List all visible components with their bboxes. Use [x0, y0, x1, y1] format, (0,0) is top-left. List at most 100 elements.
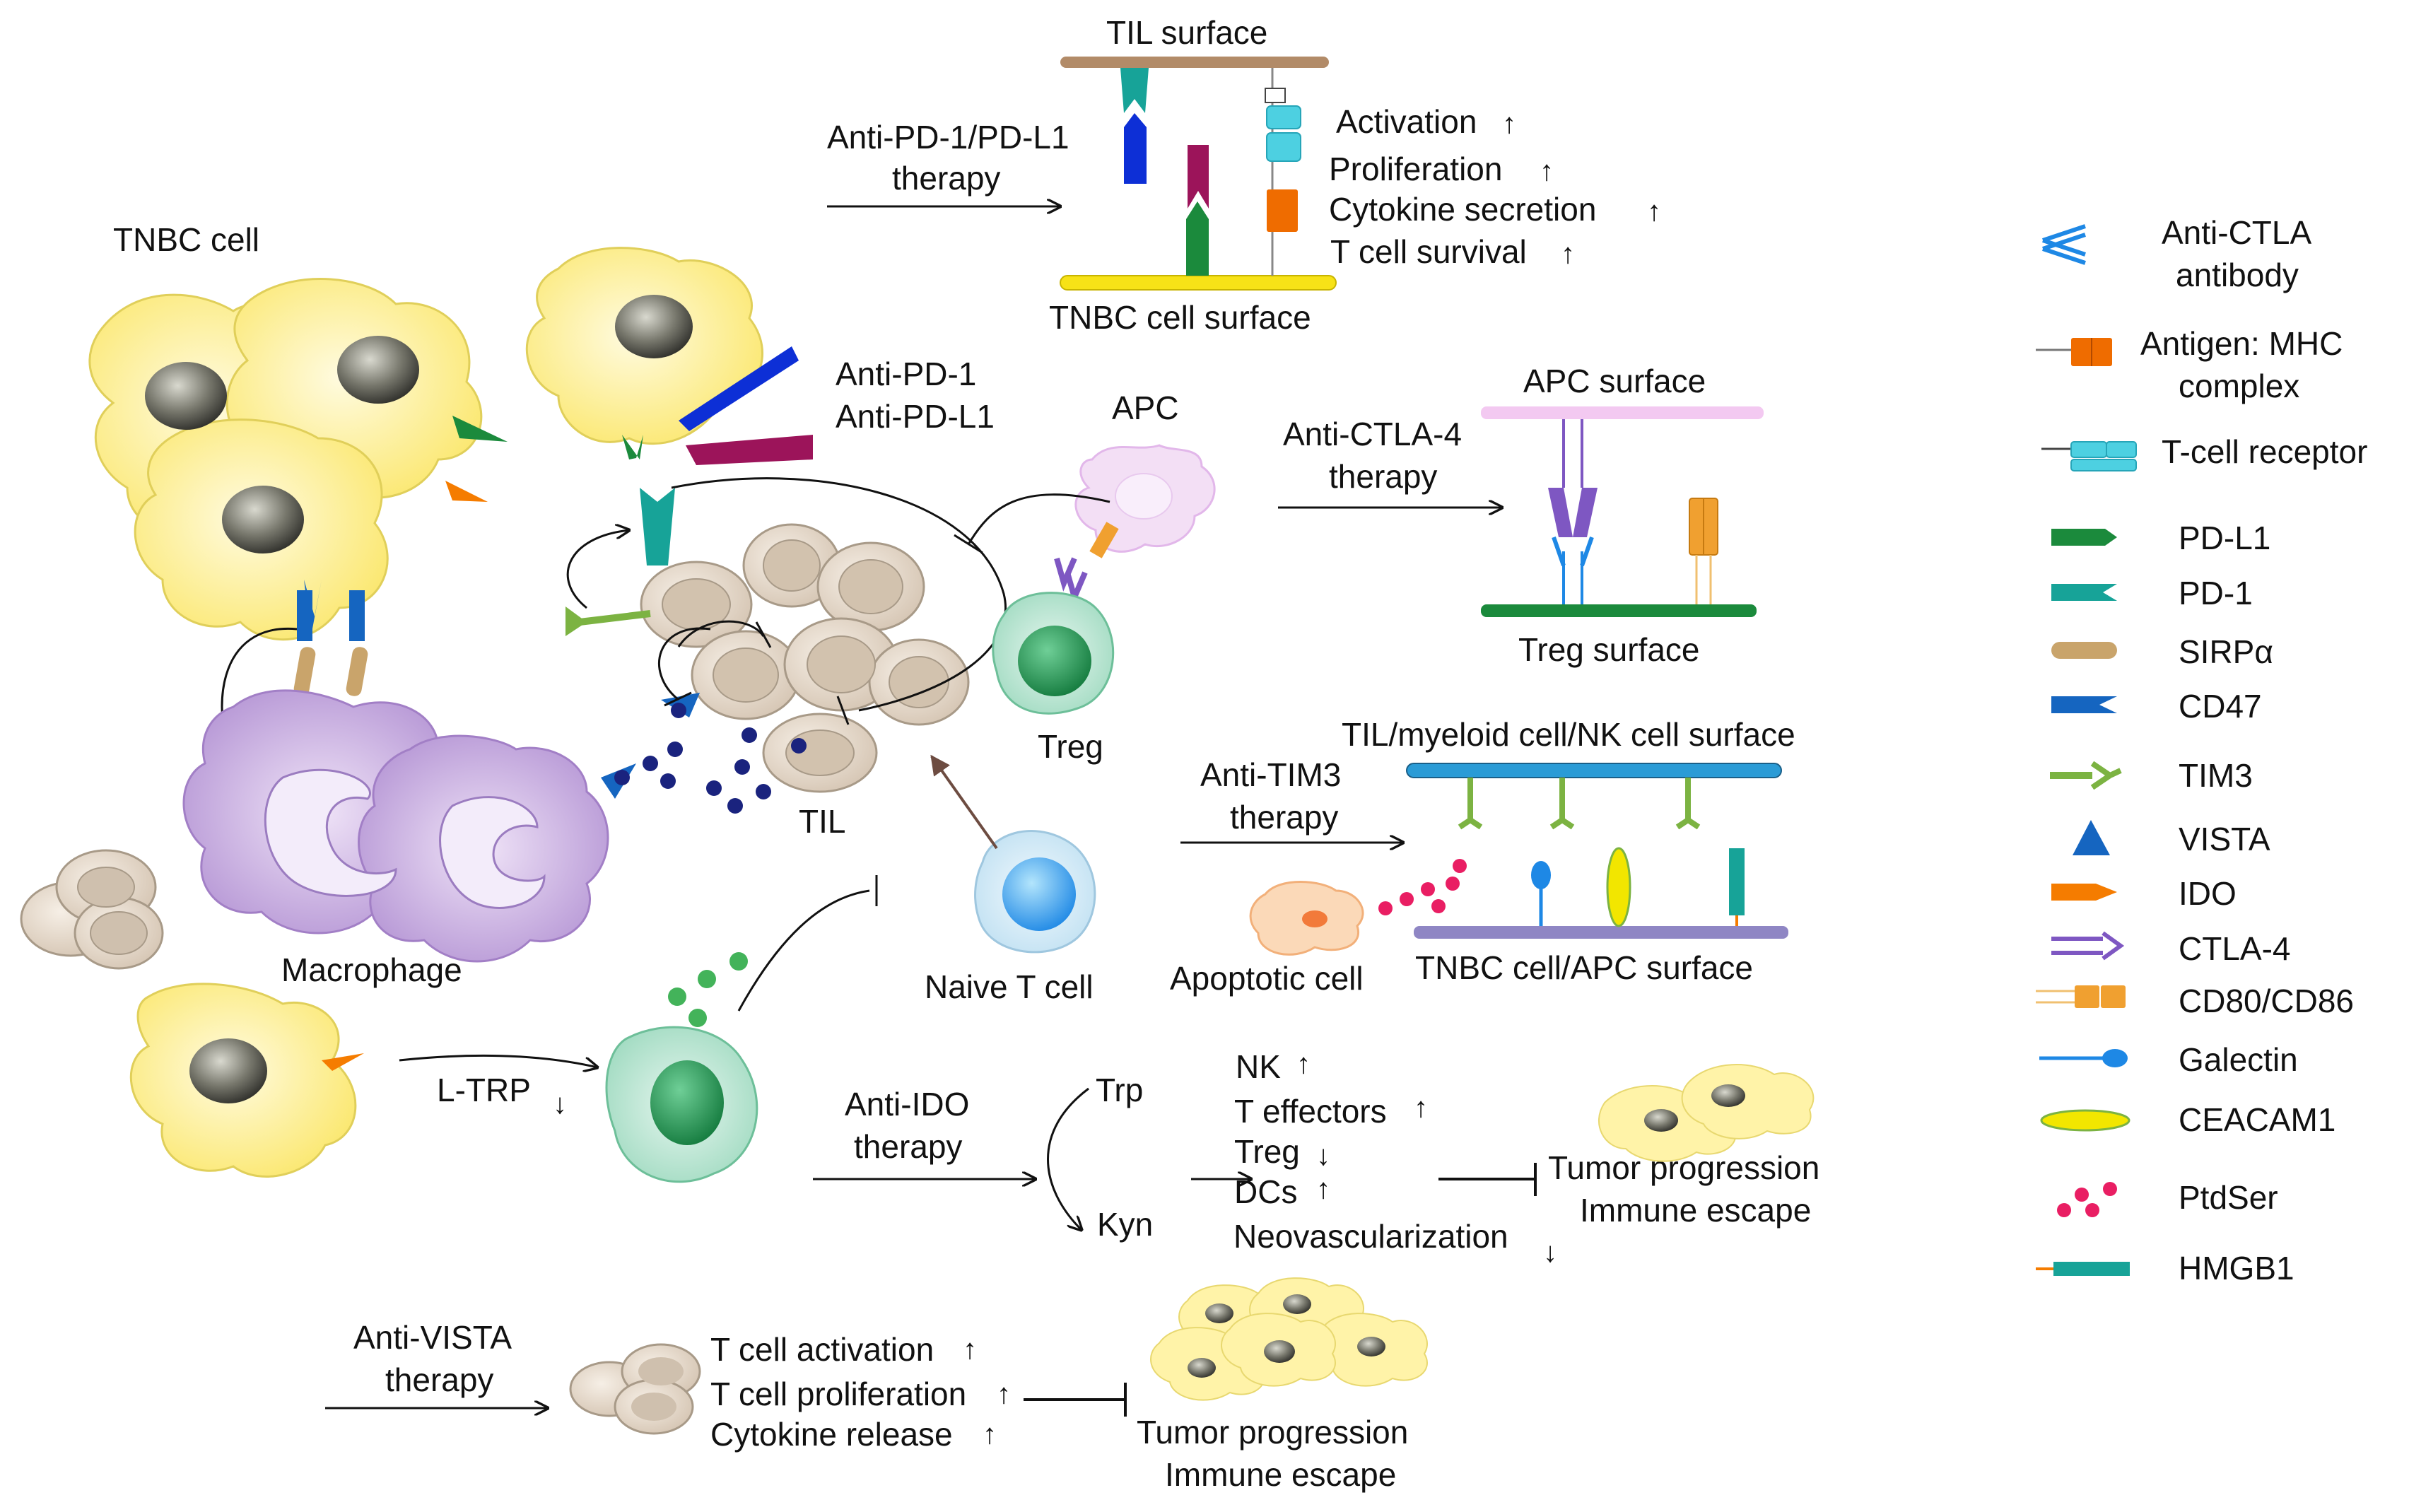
- panel-ctla4-therapy-line2: therapy: [1329, 458, 1437, 495]
- anti-pd1-antibody-icon: [679, 346, 799, 431]
- tim3-surface-label: TIL/myeloid cell/NK cell surface: [1342, 716, 1795, 753]
- legend-label: VISTA: [2179, 821, 2270, 857]
- macrophage: Macrophage: [182, 689, 636, 988]
- pdl1-icon: [2051, 529, 2117, 546]
- resting-cells: [20, 849, 164, 970]
- til-surface-label: TIL surface: [1106, 14, 1267, 51]
- treg-label: Treg: [1038, 728, 1103, 765]
- antigen-mhc-icon: [2036, 338, 2112, 366]
- kyn-label: Kyn: [1097, 1206, 1153, 1243]
- up-arrow-icon: ↑: [1414, 1092, 1428, 1123]
- pd1-icon: [2051, 584, 2117, 601]
- legend-label: CD80/CD86: [2179, 983, 2354, 1019]
- ido-outcome-line2: Immune escape: [1580, 1192, 1811, 1229]
- legend-label: T-cell receptor: [2162, 433, 2367, 470]
- ido-effect: T effectors: [1234, 1093, 1387, 1130]
- pd1-effect: T cell survival: [1330, 233, 1527, 270]
- panel-anti-tim3: TIL/myeloid cell/NK cell surface Anti-TI…: [1170, 716, 1795, 997]
- legend-label: PD-L1: [2179, 520, 2270, 556]
- legend-label: CEACAM1: [2179, 1101, 2335, 1138]
- up-arrow-icon: ↑: [1502, 108, 1516, 139]
- panel-anti-ctla4: Anti-CTLA-4 therapy APC surface Treg sur…: [1278, 363, 1764, 668]
- pd1-icon: [640, 488, 675, 565]
- vista-effect: Cytokine release: [710, 1416, 953, 1453]
- sirpa-icon: [2051, 642, 2117, 659]
- til-cluster: TIL: [640, 523, 970, 840]
- legend-label: PtdSer: [2179, 1179, 2278, 1216]
- down-arrow-icon: ↓: [553, 1089, 567, 1120]
- tnbc-cell-upper: [525, 247, 763, 459]
- anti-pd1-label: Anti-PD-1: [836, 356, 976, 392]
- tcr-icon: [2041, 441, 2137, 471]
- pd1-effects-list: Activation ↑ Proliferation ↑ Cytokine se…: [1329, 103, 1661, 270]
- panel-tim3-therapy-line1: Anti-TIM3: [1200, 756, 1341, 793]
- tnbc-cell-label: TNBC cell: [113, 221, 259, 258]
- til-label: TIL: [799, 803, 845, 840]
- ido-effect: DCs: [1234, 1173, 1297, 1210]
- treg-cell-lower: [605, 952, 758, 1183]
- up-arrow-icon: ↑: [963, 1334, 977, 1365]
- up-arrow-icon: ↑: [983, 1419, 997, 1450]
- tnbc-apc-surface-bar: [1414, 926, 1788, 939]
- panel-anti-ido: Anti-IDO therapy Trp Kyn NK ↑ T effector…: [813, 1048, 1819, 1268]
- legend-label: CTLA-4: [2179, 930, 2290, 967]
- pd1-effect: Activation: [1336, 103, 1477, 140]
- cd47-sirpa-pairs: [293, 580, 368, 696]
- panel-anti-vista: Anti-VISTA therapy T cell activation ↑ T…: [325, 1277, 1428, 1493]
- apc-surface-label: APC surface: [1523, 363, 1706, 399]
- down-arrow-icon: ↓: [1316, 1140, 1330, 1171]
- ptdser-icon: [2057, 1182, 2117, 1217]
- panel-tim3-therapy-line2: therapy: [1230, 799, 1338, 836]
- legend-label: Galectin: [2179, 1041, 2298, 1078]
- apoptotic-cell-label: Apoptotic cell: [1170, 960, 1364, 997]
- panel-vista-therapy-line1: Anti-VISTA: [353, 1319, 512, 1356]
- down-arrow-icon: ↓: [1543, 1237, 1557, 1268]
- panel-ido-therapy-line2: therapy: [854, 1128, 962, 1165]
- naive-t-cell-label: Naive T cell: [925, 968, 1094, 1005]
- pd1-effect: Proliferation: [1329, 151, 1502, 187]
- tumor-cluster-small: [1150, 1277, 1428, 1401]
- legend: Anti-CTLA antibody Antigen: MHC complex …: [2036, 214, 2367, 1287]
- tnbc-nucleus: [222, 486, 304, 553]
- up-arrow-icon: ↑: [1647, 196, 1661, 227]
- legend-label: TIM3: [2179, 757, 2253, 794]
- pd1-effect: Cytokine secretion: [1329, 191, 1596, 228]
- anti-pdl1-label: Anti-PD-L1: [836, 398, 995, 435]
- legend-label: antibody: [2176, 257, 2299, 293]
- naive-t-cell: Naive T cell: [925, 830, 1096, 1005]
- tnbc-apc-surface-label: TNBC cell/APC surface: [1415, 949, 1753, 986]
- panel-ido-therapy-line1: Anti-IDO: [845, 1086, 969, 1123]
- legend-label: complex: [2179, 368, 2299, 404]
- tnbc-surface-label: TNBC cell surface: [1049, 299, 1311, 336]
- galectin-icon: [2039, 1049, 2128, 1067]
- cd80-icon: [2036, 985, 2126, 1008]
- vista-effect: T cell proliferation: [710, 1376, 966, 1412]
- treg-cell: Treg: [992, 592, 1115, 765]
- sirpa-icon: [293, 647, 316, 696]
- treg-surface-label: Treg surface: [1518, 631, 1700, 668]
- panel-ctla4-therapy-line1: Anti-CTLA-4: [1283, 416, 1462, 452]
- macrophage-label: Macrophage: [281, 951, 462, 988]
- anti-pdl1-antibody-icon: [686, 435, 813, 465]
- vista-outcome-line1: Tumor progression: [1137, 1414, 1408, 1451]
- legend-label: IDO: [2179, 875, 2237, 912]
- sirpa-icon: [346, 647, 368, 696]
- pdl1-icon: [622, 435, 643, 459]
- panel-vista-therapy-line2: therapy: [385, 1361, 493, 1398]
- legend-label: Antigen: MHC: [2140, 325, 2343, 362]
- til-myeloid-surface-bar: [1406, 763, 1782, 778]
- up-arrow-icon: ↑: [997, 1378, 1011, 1410]
- tnbc-nucleus: [337, 336, 419, 404]
- antibody-icon: [2042, 224, 2086, 265]
- tim3-icon: [2050, 761, 2122, 790]
- ctla4-icon: [1065, 571, 1088, 606]
- ido-icon: [445, 481, 488, 502]
- legend-label: HMGB1: [2179, 1250, 2294, 1287]
- up-arrow-icon: ↑: [1296, 1048, 1311, 1079]
- panel-pd1-therapy-line1: Anti-PD-1/PD-L1: [827, 119, 1069, 156]
- treg-surface-bar: [1481, 604, 1757, 617]
- vista-effects-list: T cell activation ↑ T cell proliferation…: [710, 1331, 1011, 1453]
- legend-label: CD47: [2179, 688, 2262, 725]
- apc-cell: APC: [1074, 389, 1216, 553]
- metabolite-dots: [614, 703, 807, 814]
